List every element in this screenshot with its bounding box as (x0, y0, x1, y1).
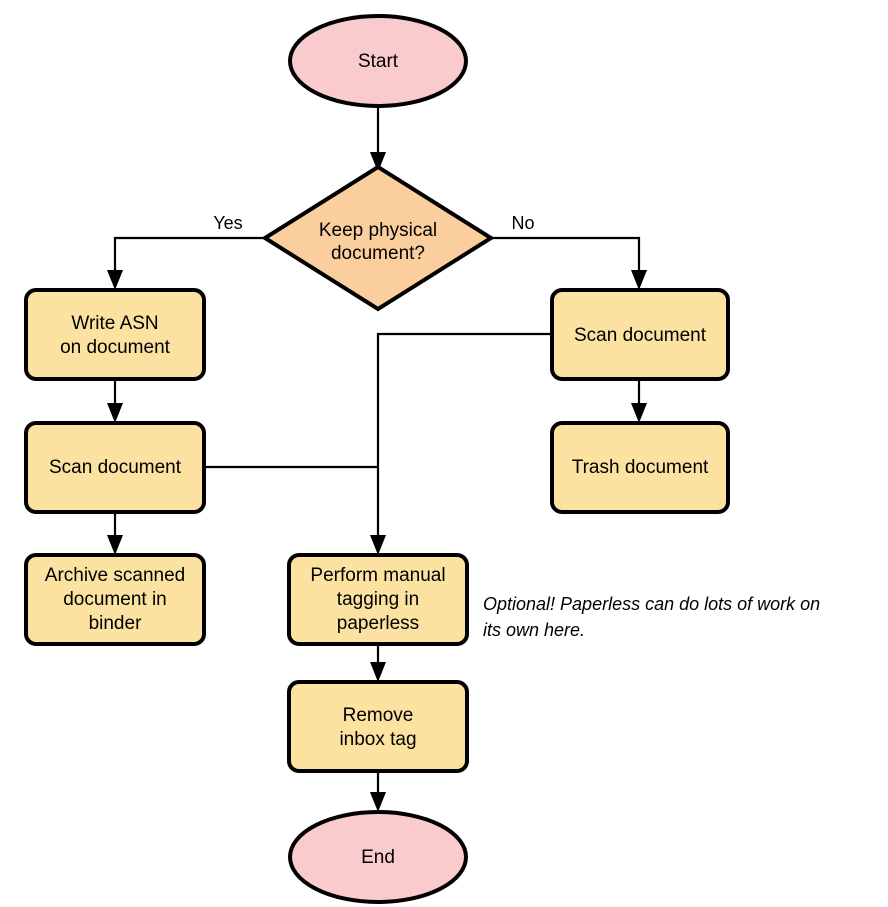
trash-document-label: Trash document (572, 457, 709, 478)
node-end[interactable]: End (288, 810, 468, 904)
write-asn-label-line2: on document (60, 337, 171, 358)
manual-tagging-label-line2: tagging in (337, 589, 419, 610)
annotation-line2: its own here. (483, 620, 585, 640)
manual-tagging-label-line3: paperless (337, 613, 419, 634)
edge-scan-right-to-trash (631, 379, 647, 423)
annotation-line1: Optional! Paperless can do lots of work … (483, 594, 820, 614)
archive-box-shape (24, 553, 206, 646)
node-start[interactable]: Start (288, 14, 468, 108)
remove-inbox-label-line1: Remove (343, 705, 414, 726)
node-perform-manual-tagging[interactable]: Perform manual tagging in paperless (287, 553, 469, 646)
node-trash-document[interactable]: Trash document (550, 421, 730, 514)
annotation-optional-note: Optional! Paperless can do lots of work … (483, 594, 820, 640)
scan-document-right-label: Scan document (574, 325, 707, 346)
node-remove-inbox-tag[interactable]: Remove inbox tag (287, 680, 469, 773)
manual-tagging-box-shape (287, 553, 469, 646)
edge-scan-right-to-manual-tagging (370, 332, 552, 555)
edge-remove-inbox-to-end (370, 770, 386, 812)
scan-document-right-box-shape (550, 288, 730, 381)
decision-label-line2: document? (331, 243, 425, 264)
write-asn-label-line1: Write ASN (71, 313, 158, 334)
node-decision-keep-physical-document[interactable]: Keep physical document? (261, 164, 495, 312)
remove-inbox-label-line2: inbox tag (339, 729, 416, 750)
node-scan-document-left[interactable]: Scan document (24, 421, 206, 514)
archive-label-line1: Archive scanned (45, 565, 185, 586)
scan-document-left-box-shape (24, 421, 206, 514)
edge-write-asn-to-scan-left (107, 379, 123, 423)
node-write-asn-on-document[interactable]: Write ASN on document (24, 288, 206, 381)
archive-label-line2: document in (63, 589, 167, 610)
end-label: End (361, 847, 395, 868)
remove-inbox-box-shape (287, 680, 469, 773)
edge-scan-left-to-archive (107, 511, 123, 555)
edge-decision-no-to-scan-right (491, 236, 647, 290)
decision-diamond-shape (261, 164, 495, 312)
edge-decision-yes-to-write-asn (107, 236, 265, 290)
manual-tagging-label-line1: Perform manual (310, 565, 445, 586)
edge-start-to-decision (370, 107, 386, 172)
start-label: Start (358, 51, 399, 72)
write-asn-box-shape (24, 288, 206, 381)
end-ellipse-shape (288, 810, 468, 904)
edge-label-yes: Yes (213, 213, 242, 233)
node-scan-document-right[interactable]: Scan document (550, 288, 730, 381)
edge-manual-tagging-to-remove-inbox (370, 643, 386, 682)
node-archive-scanned-document[interactable]: Archive scanned document in binder (24, 553, 206, 646)
decision-label-line1: Keep physical (319, 220, 437, 241)
archive-label-line3: binder (89, 613, 142, 634)
start-ellipse-shape (288, 14, 468, 108)
trash-document-box-shape (550, 421, 730, 514)
edge-label-no: No (511, 213, 534, 233)
scan-document-left-label: Scan document (49, 457, 182, 478)
